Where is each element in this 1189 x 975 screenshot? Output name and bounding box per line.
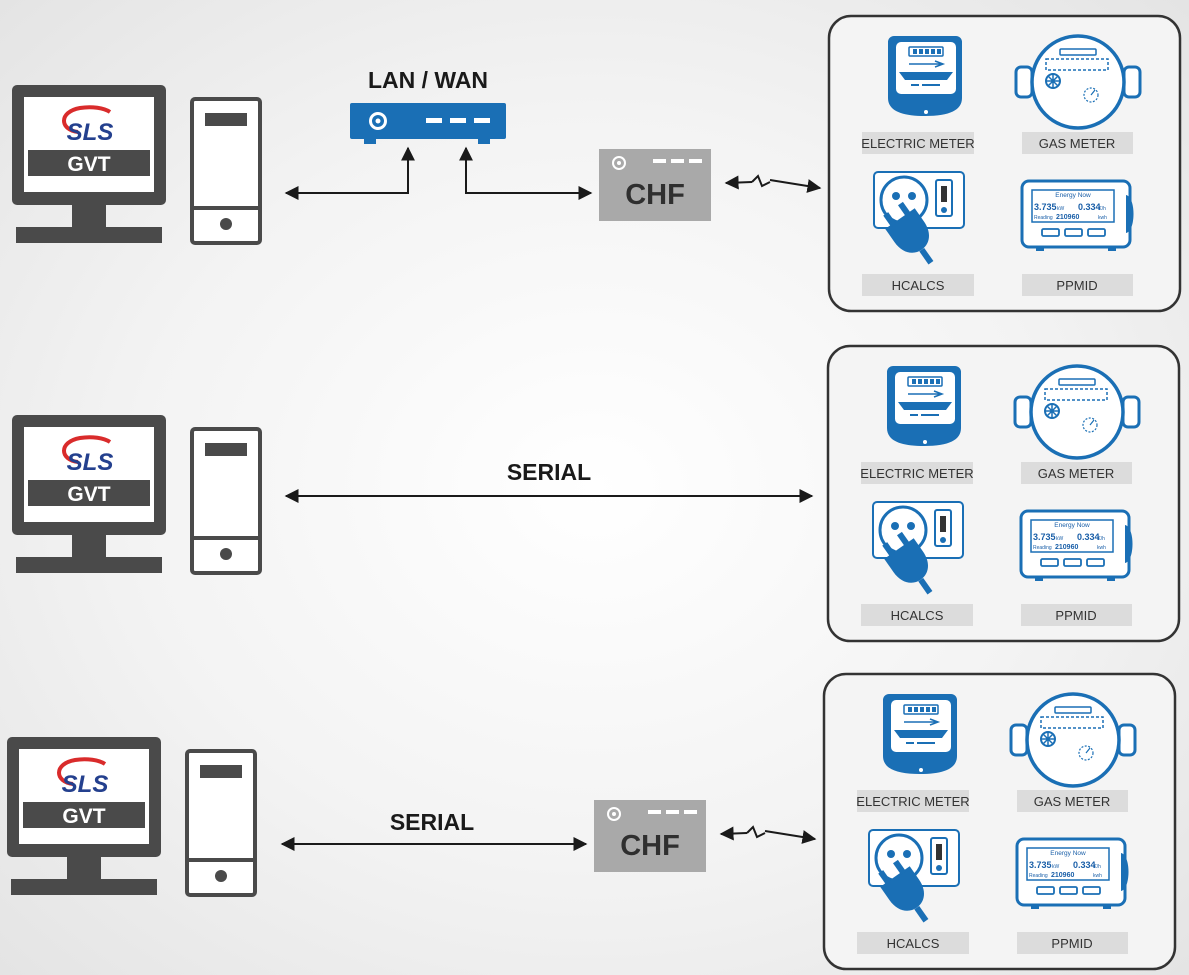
electric-meter-icon	[886, 365, 962, 447]
ppmid-rate-unit: £/h	[1094, 864, 1101, 870]
router-hub-link	[459, 146, 593, 200]
logo-gvt: GVT	[67, 153, 110, 176]
ppmid-screen-title: Energy Now	[1050, 850, 1086, 857]
ppmid-reading-label: Reading	[1034, 215, 1053, 221]
ppmid-reading-unit: kwh	[1093, 873, 1102, 879]
pc-router-link	[284, 146, 415, 200]
electric-meter	[887, 35, 963, 117]
device-panel: ELECTRIC METER GAS METER HCALCS Energy N…	[827, 14, 1182, 313]
hcalcs-label: HCALCS	[891, 608, 944, 623]
lan-wan-label: LAN / WAN	[368, 67, 488, 93]
chf-hub: CHF	[593, 799, 707, 873]
chf-hub: CHF	[598, 148, 712, 222]
electric-meter-icon	[882, 693, 958, 775]
ppmid-rate-value: 0.334	[1073, 860, 1096, 870]
electric-meter-label: ELECTRIC METER	[860, 466, 973, 481]
electric-meter-icon	[887, 35, 963, 117]
row-lan-wan: SLS GVT LAN / WAN CHF	[10, 14, 1182, 313]
device-panel: ELECTRIC METER GAS METER HCALCS Energy N…	[822, 672, 1177, 971]
ppmid-kw-value: 3.735	[1034, 202, 1057, 212]
ppmid-screen-title: Energy Now	[1055, 192, 1091, 199]
logo-gvt: GVT	[62, 805, 105, 828]
gas-meter-label: GAS METER	[1038, 466, 1115, 481]
ppmid-kw-unit: kW	[1057, 206, 1065, 212]
logo-sls: SLS	[67, 449, 114, 476]
ppmid-rate-value: 0.334	[1078, 202, 1101, 212]
ppmid-reading-value: 210960	[1056, 214, 1079, 221]
ppmid-label: PPMID	[1055, 608, 1096, 623]
ppmid-reading-unit: kwh	[1098, 215, 1107, 221]
monitor-tower-icon	[5, 735, 257, 897]
hcalcs-label: HCALCS	[892, 278, 945, 293]
ppmid: Energy Now 3.735 kW 0.334 £/h Reading 21…	[1020, 179, 1135, 253]
ppmid-rate-value: 0.334	[1077, 532, 1100, 542]
serial-label: SERIAL	[507, 459, 591, 485]
electric-meter-label: ELECTRIC METER	[861, 136, 974, 151]
row-serial-direct: SLS GVT SERIAL ELECTRIC METER GAS METER …	[10, 344, 1181, 643]
wireless-link	[719, 825, 817, 844]
ppmid-kw-unit: kW	[1056, 536, 1064, 542]
serial-label: SERIAL	[390, 809, 474, 835]
device-panel: ELECTRIC METER GAS METER HCALCS Energy N…	[826, 344, 1181, 643]
ppmid-reading-unit: kwh	[1097, 545, 1106, 551]
ppmid-rate-unit: £/h	[1098, 536, 1105, 542]
ppmid-label: PPMID	[1056, 278, 1097, 293]
logo-sls: SLS	[62, 771, 109, 798]
ppmid-label: PPMID	[1051, 936, 1092, 951]
pc-workstation: SLS GVT	[10, 413, 262, 575]
ppmid-rate-unit: £/h	[1099, 206, 1106, 212]
ppmid: Energy Now 3.735 kW 0.334 £/h Reading 21…	[1019, 509, 1134, 583]
ppmid-kw-unit: kW	[1052, 864, 1060, 870]
electric-meter-label: ELECTRIC METER	[856, 794, 969, 809]
monitor-tower-icon	[10, 83, 262, 245]
chf-label: CHF	[625, 179, 685, 211]
ppmid-reading-label: Reading	[1029, 873, 1048, 879]
hcalcs-label: HCALCS	[887, 936, 940, 951]
row-serial-chf: SLS GVT SERIAL CHF ELECTRIC METER GAS ME…	[5, 672, 1177, 971]
pc-workstation: SLS GVT	[10, 83, 262, 245]
ppmid-kw-value: 3.735	[1033, 532, 1056, 542]
chf-label: CHF	[620, 830, 680, 862]
logo-gvt: GVT	[67, 483, 110, 506]
ppmid-reading-label: Reading	[1033, 545, 1052, 551]
gas-meter-label: GAS METER	[1034, 794, 1111, 809]
wireless-link	[724, 174, 822, 193]
ppmid-kw-value: 3.735	[1029, 860, 1052, 870]
router	[350, 103, 506, 144]
ppmid-screen-title: Energy Now	[1054, 522, 1090, 529]
monitor-tower-icon	[10, 413, 262, 575]
gas-meter-label: GAS METER	[1039, 136, 1116, 151]
pc-workstation: SLS GVT	[5, 735, 257, 897]
electric-meter	[886, 365, 962, 447]
logo-sls: SLS	[67, 119, 114, 146]
ppmid-reading-value: 210960	[1051, 872, 1074, 879]
electric-meter	[882, 693, 958, 775]
ppmid: Energy Now 3.735 kW 0.334 £/h Reading 21…	[1015, 837, 1130, 911]
ppmid-reading-value: 210960	[1055, 544, 1078, 551]
